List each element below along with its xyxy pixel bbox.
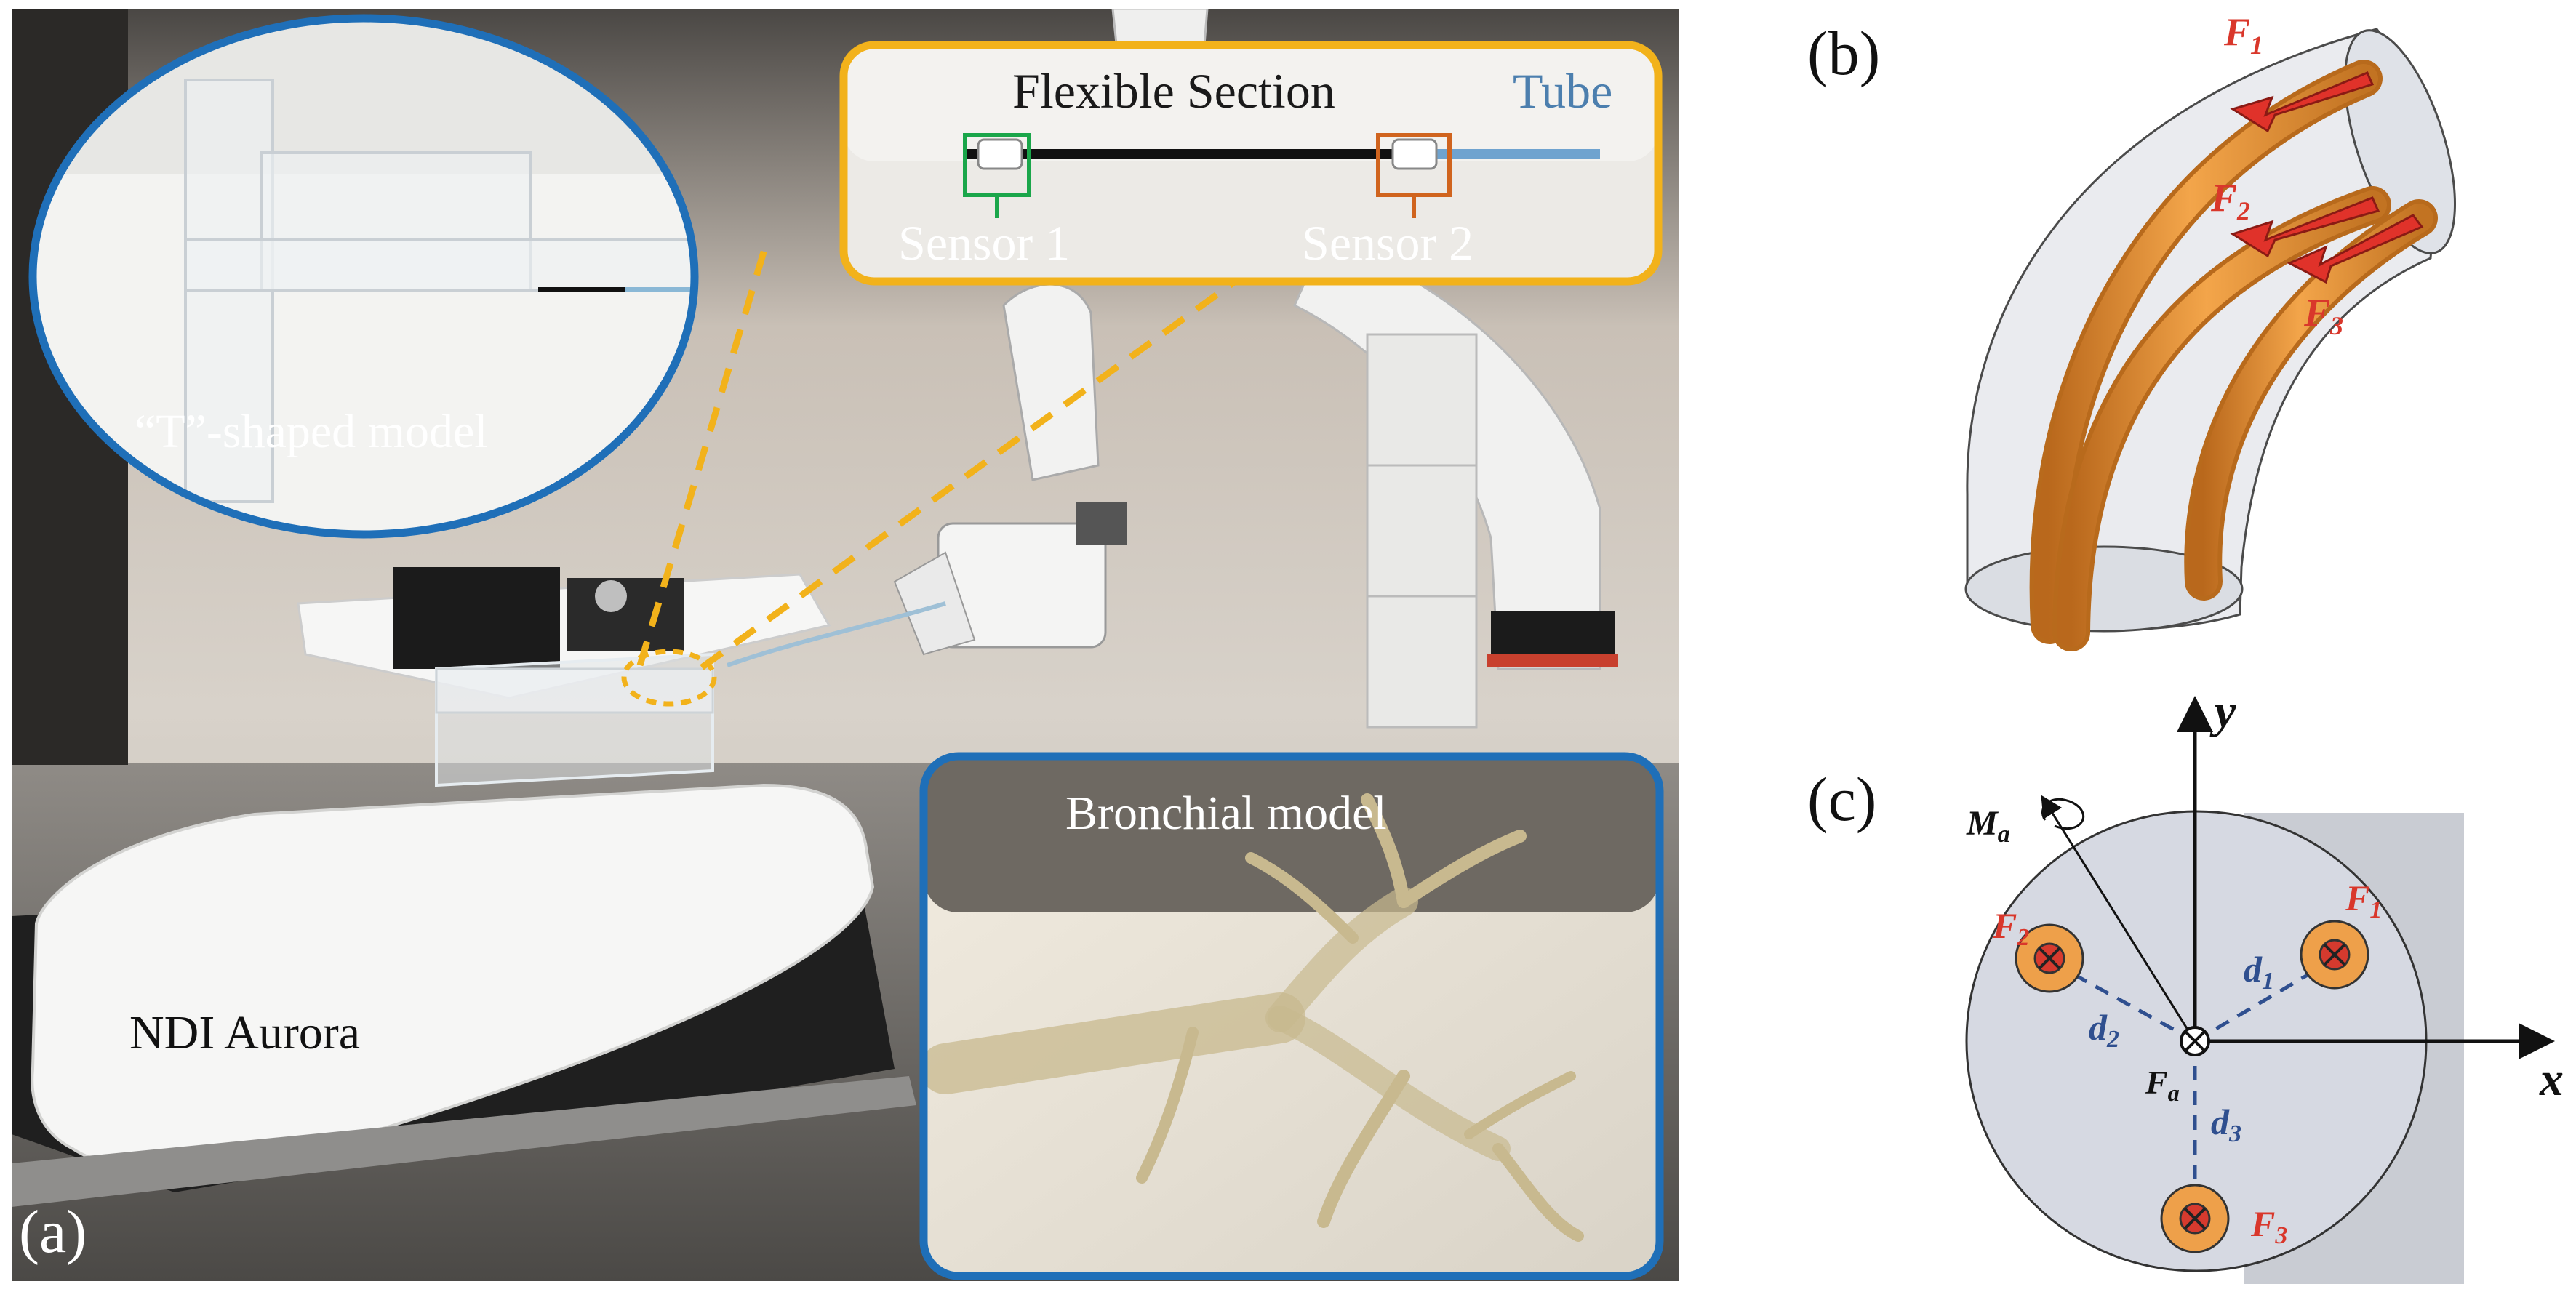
inset-bronchial-frame xyxy=(919,752,1664,1280)
sensor2-label: Sensor 2 xyxy=(1302,215,1473,270)
force-f1-label: F1 xyxy=(2223,10,2263,60)
tube-label: Tube xyxy=(1513,63,1612,119)
distance-d3-label: d3 xyxy=(2211,1102,2241,1147)
distance-d1-label: d1 xyxy=(2244,949,2274,995)
c-force-f1-label: F1 xyxy=(2345,878,2382,923)
force-f3-label: F3 xyxy=(2303,291,2343,340)
force-arrows xyxy=(2230,71,2424,284)
center-axial-force xyxy=(2180,1026,2210,1056)
moment-axis xyxy=(2041,795,2196,1042)
inset-t-model-frame xyxy=(28,14,699,539)
tray-table xyxy=(297,567,831,699)
inset-t-model: “T”-shaped model xyxy=(28,14,699,539)
zoom-lines xyxy=(636,246,1244,670)
inset-flexible-section: Flexible Section Tube Sensor 1 Sensor 2 xyxy=(839,41,1663,286)
moment-curl xyxy=(2041,798,2085,830)
c-force-f3-label: F3 xyxy=(2250,1203,2287,1249)
acrylic-stand xyxy=(435,652,714,787)
instrument-cable xyxy=(727,601,946,667)
panel-b: F1 F2 F3 (b) xyxy=(1807,10,2457,651)
panel-c: y x Ma xyxy=(1807,685,2564,1284)
panel-c-label: (c) xyxy=(1807,764,1876,834)
force-f2-label: F2 xyxy=(2210,176,2250,225)
inset-flexible-frame xyxy=(839,41,1663,286)
inset-bronchial-model: Bronchial model xyxy=(919,752,1664,1280)
y-axis-label: y xyxy=(2209,685,2236,738)
panel-a-label: (a) xyxy=(19,1198,87,1266)
bronchial-tree xyxy=(920,793,1584,1242)
highlight-ellipse xyxy=(621,649,717,707)
distance-d2-label: d2 xyxy=(2089,1007,2119,1053)
moment-label: Ma xyxy=(1966,804,2010,848)
tendon-holes xyxy=(2015,920,2369,1253)
equipment-rack xyxy=(1366,333,1478,729)
panel-b-label: (b) xyxy=(1807,18,1880,88)
panel-c-labels: Fa F1 F2 F3 d1 d2 d3 xyxy=(1992,878,2382,1249)
ndi-aurora-label: NDI Aurora xyxy=(129,1006,360,1059)
axial-force-label: Fa xyxy=(2145,1064,2180,1106)
operating-table xyxy=(12,783,916,1207)
t-model-label: “T”-shaped model xyxy=(135,405,488,458)
x-axis-label: x xyxy=(2539,1053,2564,1106)
flexible-section-title: Flexible Section xyxy=(1012,63,1335,119)
c-force-f2-label: F2 xyxy=(1992,905,2029,951)
sensor1-label: Sensor 1 xyxy=(898,215,1070,270)
bronchial-model-label: Bronchial model xyxy=(1065,787,1387,840)
panel-b-force-labels: F1 F2 F3 xyxy=(2210,10,2343,340)
